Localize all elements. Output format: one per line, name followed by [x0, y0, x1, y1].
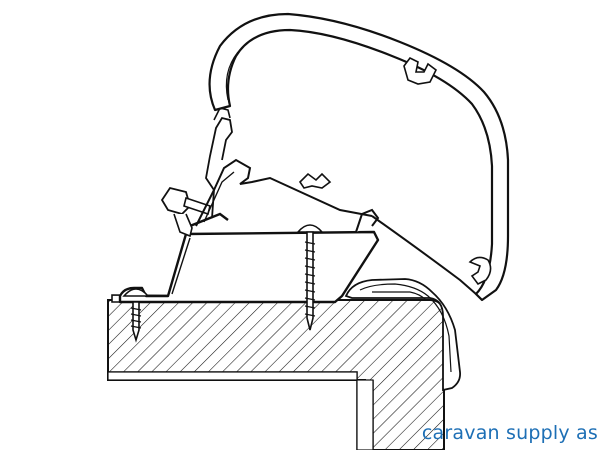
awning-rail-profile — [195, 107, 373, 227]
roof-wall-section — [107, 299, 445, 450]
wall-band — [356, 379, 374, 450]
bolt-nut-icon — [160, 186, 211, 238]
awning-case — [208, 12, 510, 302]
roof-inner-skin — [108, 371, 358, 450]
roof-bottom-band — [107, 371, 358, 381]
screw-icon — [122, 288, 150, 343]
screw-icon — [296, 224, 324, 331]
corner-trim-profile — [344, 278, 461, 392]
brand-watermark: caravan supply as — [421, 422, 598, 444]
adapter-rail-bracket — [118, 208, 380, 304]
